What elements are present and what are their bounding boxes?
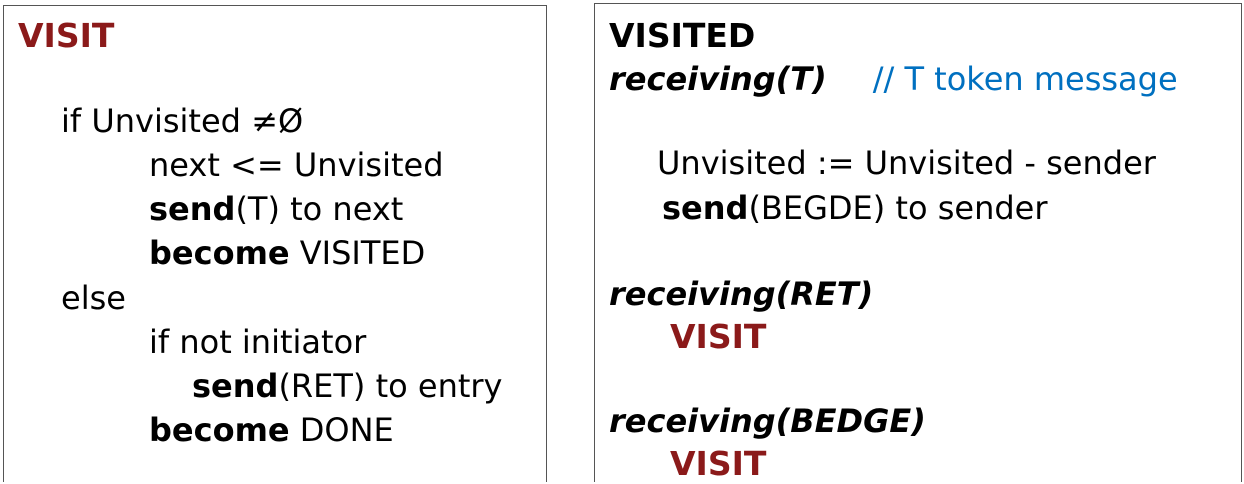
become-keyword: become (149, 234, 290, 272)
send-keyword: send (662, 189, 749, 227)
visited-procedure-box: VISITED receiving(T) // T token message U… (594, 3, 1242, 483)
token-comment: // T token message (872, 60, 1178, 98)
receiving-ret-label: receiving(RET) (609, 275, 874, 313)
visit-title: VISIT (18, 16, 115, 55)
send-ret-args: (RET) to entry (278, 367, 503, 405)
send-t-args: (T) to next (235, 190, 404, 228)
send-t-line: send(T) to next (149, 189, 403, 229)
receiving-t-label: receiving(T) (609, 60, 827, 98)
visit-call-2: VISIT (670, 444, 767, 483)
become-keyword: become (149, 411, 290, 449)
send-begde-args: (BEGDE) to sender (748, 189, 1048, 227)
visit-procedure-box: VISIT if Unvisited ≠Ø next <= Unvisited … (3, 5, 547, 482)
if-not-initiator-line: if not initiator (149, 323, 367, 361)
visited-title: VISITED (609, 16, 756, 55)
become-visited-state: VISITED (289, 234, 426, 272)
receiving-t-line: receiving(T) // T token message (609, 59, 1178, 99)
send-keyword: send (192, 367, 279, 405)
send-ret-line: send(RET) to entry (192, 366, 502, 406)
visit-call-1: VISIT (670, 317, 767, 356)
send-keyword: send (149, 190, 236, 228)
else-line: else (61, 279, 126, 317)
become-visited-line: become VISITED (149, 233, 425, 273)
unvisited-update-line: Unvisited := Unvisited - sender (657, 144, 1156, 182)
next-assign-line: next <= Unvisited (149, 146, 444, 184)
send-begde-line: send(BEGDE) to sender (662, 188, 1048, 228)
become-done-state: DONE (289, 411, 394, 449)
receiving-bedge-label: receiving(BEDGE) (609, 402, 926, 440)
if-unvisited-line: if Unvisited ≠Ø (61, 102, 304, 140)
become-done-line: become DONE (149, 410, 394, 450)
